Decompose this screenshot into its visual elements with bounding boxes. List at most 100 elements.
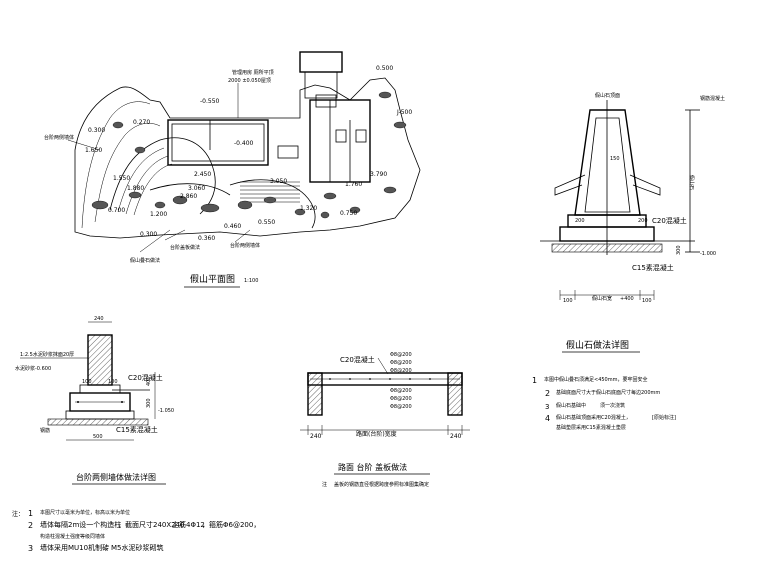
elev-21: J-500	[396, 109, 412, 116]
rock-detail-notes: 1 本图中假山叠石须满足<450mm，要牢固安全 2 基础底面尺寸大于假山石底面…	[532, 376, 676, 431]
elev-20: 0.700	[108, 207, 125, 214]
rock-note-4c: 基础垫层采用C15素混凝土垫层	[556, 424, 626, 431]
wall-label-ground: -1.050	[158, 408, 174, 414]
rock-cluster	[91, 91, 407, 219]
rock-note-3: 假山石基础中	[556, 402, 586, 409]
note-2b: ，截面尺寸240X240	[118, 520, 185, 529]
rock-detail-w300: 300	[676, 245, 682, 255]
plan-label-rock-b: 假山叠石做法	[130, 257, 160, 264]
elev-1: -0.550	[200, 98, 220, 105]
note-2c: 主筋4Φ12	[172, 520, 205, 529]
slab-dim-240a: 240	[310, 433, 322, 440]
wall-detail-title: 台阶两侧墙体做法详图	[76, 472, 156, 482]
wall-dim-100a: 100	[82, 379, 92, 385]
plan-note-roof-2: 2000 ±0.050屋顶	[228, 78, 271, 84]
note-3-num: 3	[28, 544, 33, 553]
note-1-num: 1	[28, 509, 33, 518]
wall-dim-400: 400	[146, 376, 152, 386]
rock-dim-mid: 假山石宽	[592, 295, 612, 302]
rock-note-4: 假山石基础顶面采用C20混凝土，	[556, 414, 631, 421]
rock-detail-w150: 150	[610, 156, 620, 162]
slab-note-label: 注	[322, 481, 327, 488]
rock-dim-right: 100	[642, 298, 652, 304]
elev-5: -0.400	[234, 140, 254, 147]
wall-dim-100b: 100	[108, 379, 118, 385]
elev-2: 0.300	[88, 127, 105, 134]
wall-label-rebar: 钢筋	[40, 427, 50, 434]
plan-elevation-marks: -0.550 0.300 0.270 1.650 -0.400 2.450 3.…	[85, 65, 412, 242]
plan-label-rock-a: 台阶两侧墙体	[230, 242, 260, 249]
elev-15: 0.300	[140, 231, 157, 238]
elev-14: 3.790	[370, 171, 387, 178]
rock-detail-mid-label: 假山石	[688, 175, 695, 190]
elev-11: 1.880	[127, 185, 144, 192]
elev-8: 2.860	[180, 193, 197, 200]
slab-dim-span: 路面(台阶)宽度	[356, 430, 397, 438]
plan-label-rock-c: 台阶盖板做法	[170, 244, 200, 251]
note-2a: 墙体每隔2m设一个构造柱	[40, 520, 121, 529]
wall-label-mortar: 1:2.5水泥砂浆抹面20厚	[20, 351, 74, 358]
elev-12: 1.320	[300, 205, 317, 212]
note-2-num: 2	[28, 521, 33, 530]
wall-dim-300: 300	[146, 398, 152, 408]
wall-dim-500: 500	[93, 434, 103, 440]
elev-18: 0.550	[258, 219, 275, 226]
rock-detail-w200b: 200	[638, 218, 648, 224]
rock-detail-base: C15素混凝土	[632, 263, 674, 272]
slab-rebar-6: Φ8@200	[390, 404, 412, 410]
rock-note-4b: [原始标注]	[652, 414, 676, 421]
plan-scale: 1:100	[244, 278, 258, 284]
note-3b: ，M5水泥砂浆砌筑	[104, 543, 164, 552]
rock-note-1: 本图中假山叠石须满足<450mm，要牢固安全	[544, 376, 647, 383]
note-3a: 墙体采用MU10机制砖	[40, 543, 109, 552]
note-2e: 构造柱混凝土强度等级同墙体	[40, 533, 105, 540]
wall-label-ref: 水泥砂浆-0.600	[15, 365, 51, 372]
rock-note-2-num: 2	[545, 389, 550, 398]
wall-label-base: C15素混凝土	[116, 425, 158, 434]
notes-label: 注：	[12, 510, 24, 518]
elev-6: 2.450	[194, 171, 211, 178]
rock-note-3b: 须一次浇筑	[600, 402, 625, 409]
slab-detail: C20混凝土 Φ8@200 Φ8@200 Φ8@200 Φ8@200 Φ8@20…	[300, 352, 470, 488]
slab-rebar-4: Φ8@200	[390, 388, 412, 394]
plan-title: 假山平面图	[190, 274, 235, 285]
slab-rebar-3: Φ8@200	[390, 368, 412, 374]
rock-note-2: 基础底面尺寸大于假山石底面尺寸每边200mm	[556, 389, 660, 396]
rock-detail-top-label: 假山石顶面	[595, 92, 620, 99]
slab-rebar-1: Φ8@200	[390, 352, 412, 358]
wall-label-concrete: C20混凝土	[128, 373, 163, 382]
rock-note-1-num: 1	[532, 376, 537, 385]
elev-16: 0.360	[198, 235, 215, 242]
rock-note-3-num: 3	[545, 403, 549, 411]
elev-23: 1.760	[345, 181, 362, 188]
rock-detail-ground: -1.000	[700, 251, 716, 257]
slab-note: 盖板的钢筋直径根据跨度参照标准图集确定	[334, 481, 429, 488]
general-notes: 注： 1 本图尺寸以毫米为单位，标高以米为单位 2 墙体每隔2m设一个构造柱 ，…	[12, 509, 260, 553]
elev-10: 1.550	[113, 175, 130, 182]
note-1: 本图尺寸以毫米为单位，标高以米为单位	[40, 509, 130, 516]
plan-note-roof-1: 管理用房 厕所平顶	[232, 69, 274, 76]
slab-rebar-5: Φ8@200	[390, 396, 412, 402]
rock-dim-plus: +400	[620, 296, 634, 302]
slab-dim-240b: 240	[450, 433, 462, 440]
rock-detail-title: 假山石做法详图	[566, 339, 629, 351]
elev-13: 1.200	[150, 211, 167, 218]
rock-detail-side-label: 钢筋混凝土	[700, 95, 725, 102]
elev-4: 1.650	[85, 147, 102, 154]
elev-7: 3.060	[188, 185, 205, 192]
rock-note-4-num: 4	[545, 414, 550, 423]
step-wall-detail: 240 1:2.5水泥砂浆抹面20厚 水泥砂浆-0.600 C20混凝土 C15…	[15, 316, 174, 485]
rock-dim-left: 100	[563, 298, 573, 304]
elev-3: 0.270	[133, 119, 150, 126]
rock-foundation-detail: 假山石顶面 钢筋混凝土 假山石 150 200 200 C20混凝土 C15素混…	[532, 92, 725, 431]
elev-17: 0.460	[224, 223, 241, 230]
slab-label-concrete: C20混凝土	[340, 355, 375, 364]
wall-dim-top: 240	[94, 316, 104, 322]
rock-detail-w200a: 200	[575, 218, 585, 224]
plan-label-steps-wall: 台阶两侧墙体	[44, 134, 74, 141]
slab-rebar-2: Φ8@200	[390, 360, 412, 366]
elev-9: 3.050	[270, 178, 287, 185]
rock-detail-concrete: C20混凝土	[652, 216, 687, 225]
elev-19: 0.750	[340, 210, 357, 217]
